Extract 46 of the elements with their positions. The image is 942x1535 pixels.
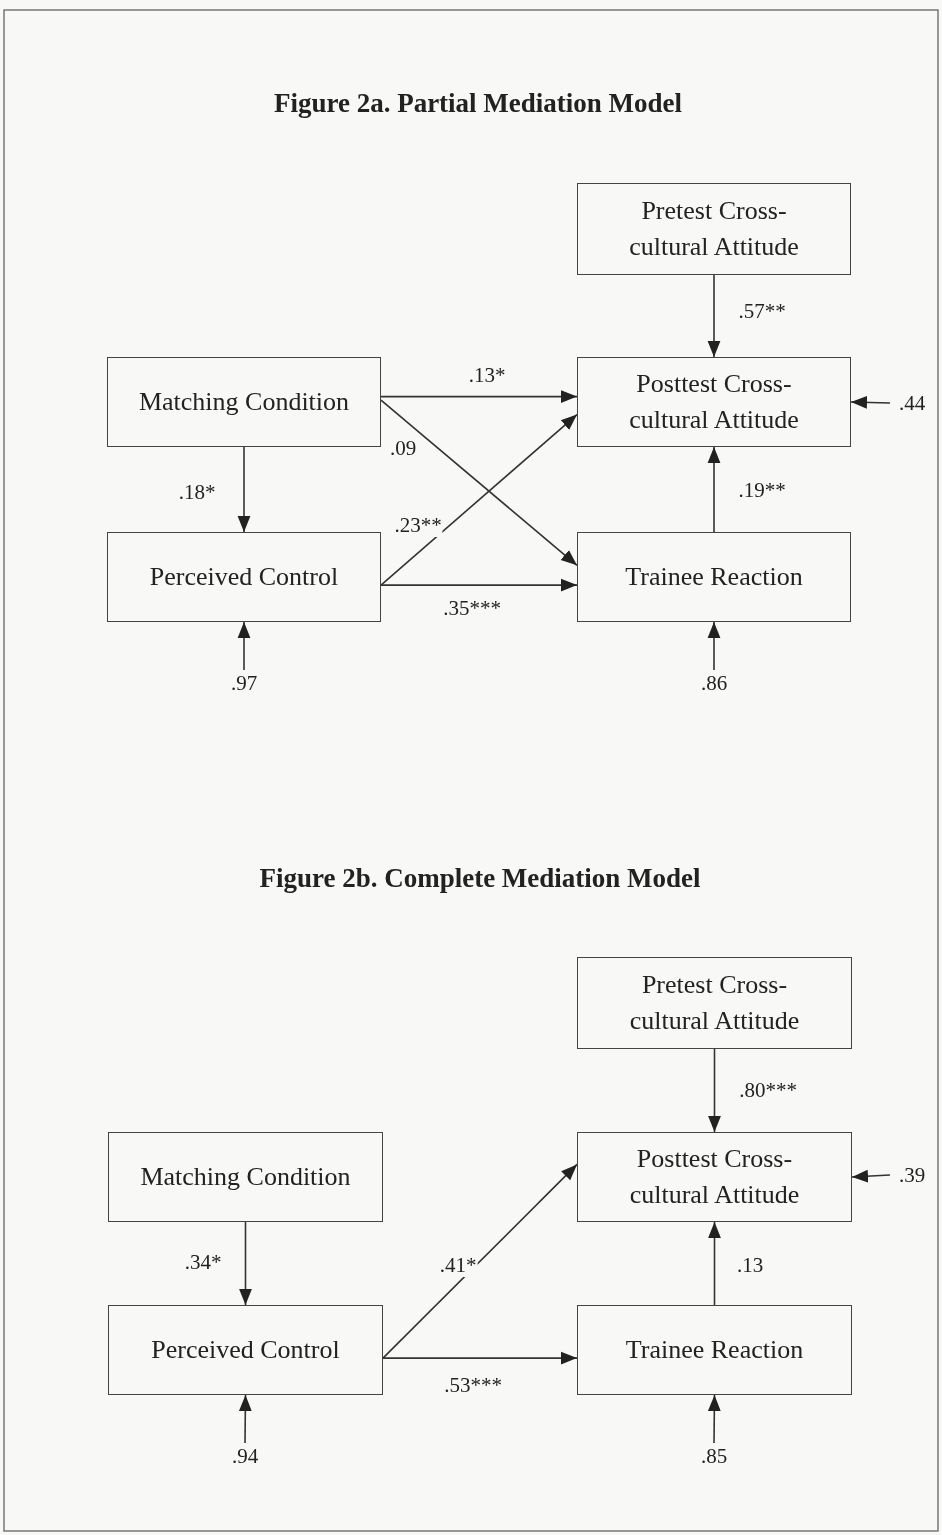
variable-box xyxy=(107,532,381,622)
variable-box xyxy=(577,957,852,1049)
variable-name: Trainee Reaction xyxy=(625,561,803,593)
variable-name: Trainee Reaction xyxy=(625,1334,804,1366)
variable-box xyxy=(107,357,381,447)
variable-box xyxy=(108,1305,383,1395)
variable-name: Pretest Cross-cultural Attitude xyxy=(628,195,800,263)
variable-name: Matching Condition xyxy=(140,1161,351,1193)
path-arrow xyxy=(382,1351,578,1365)
error-term-value: .85 xyxy=(700,1444,728,1468)
path-arrow xyxy=(380,578,578,592)
path-arrow xyxy=(239,1221,252,1306)
path-arrow xyxy=(708,1221,721,1306)
variable-box xyxy=(577,532,851,622)
variable-name: Perceived Control xyxy=(151,1334,340,1366)
variable-name: Posttest Cross-cultural Attitude xyxy=(628,368,800,436)
path-arrow xyxy=(708,1048,721,1133)
path-arrow xyxy=(707,274,721,358)
variable-name: Matching Condition xyxy=(138,386,350,418)
path-arrow xyxy=(237,621,251,671)
path-arrow xyxy=(380,413,578,586)
path-arrow xyxy=(380,390,578,403)
path-arrow xyxy=(850,396,891,409)
path-arrow xyxy=(238,1394,252,1444)
variable-name: Pretest Cross-cultural Attitude xyxy=(628,969,801,1037)
path-arrow xyxy=(851,1169,891,1183)
path-arrow xyxy=(707,1394,721,1444)
error-term-value: .94 xyxy=(231,1444,259,1468)
figure-title: Figure 2b. Complete Mediation Model xyxy=(259,862,701,894)
variable-box xyxy=(577,357,851,447)
variable-box xyxy=(577,183,851,275)
path-arrow xyxy=(707,621,721,671)
variable-box xyxy=(577,1132,852,1222)
variable-name: Perceived Control xyxy=(149,561,339,593)
error-term-value: .39 xyxy=(898,1163,926,1187)
error-term-value: .44 xyxy=(898,391,926,415)
variable-box xyxy=(577,1305,852,1395)
variable-box xyxy=(108,1132,383,1222)
error-term-value: .97 xyxy=(230,671,258,695)
figure-title: Figure 2a. Partial Mediation Model xyxy=(273,87,683,119)
error-term-value: .86 xyxy=(700,671,728,695)
path-arrow xyxy=(380,399,578,567)
path-arrow xyxy=(707,446,721,533)
variable-name: Posttest Cross-cultural Attitude xyxy=(628,1143,801,1211)
path-arrow xyxy=(237,446,251,533)
path-arrow xyxy=(382,1163,578,1359)
